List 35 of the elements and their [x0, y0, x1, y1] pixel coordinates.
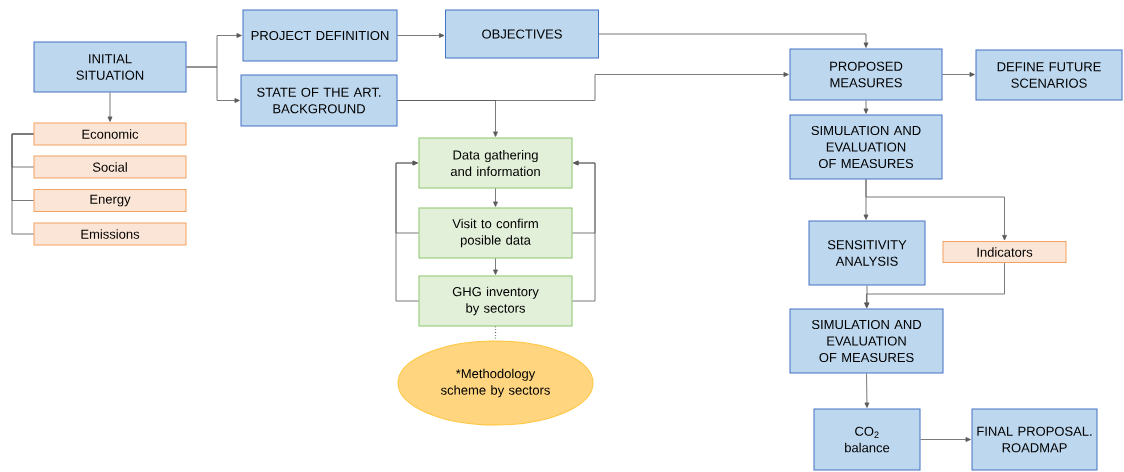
arrow: [572, 160, 596, 302]
arrow: [397, 100, 498, 137]
arrow: [863, 100, 869, 114]
arrow: [186, 66, 240, 103]
process-box: DEFINE FUTURE SCENARIOS: [975, 49, 1123, 101]
arrow: [107, 92, 113, 122]
factor-box: Emissions: [33, 222, 187, 246]
connector-line: [11, 133, 34, 235]
process-box: PROPOSED MEASURES: [789, 48, 943, 101]
process-box: SIMULATION AND EVALUATION OF MEASURES: [789, 114, 943, 180]
factor-box: Indicators: [942, 241, 1067, 263]
arrow: [864, 373, 870, 408]
factor-box: Social: [33, 155, 187, 179]
arrow: [920, 437, 971, 442]
process-box: SIMULATION AND EVALUATION OF MEASURES: [789, 308, 944, 374]
process-box: FINAL PROPOSAL. ROADMAP: [971, 408, 1098, 471]
process-box: PROJECT DEFINITION: [242, 9, 398, 62]
arrow: [864, 262, 1005, 308]
step-box: Visit to confirm posible data: [418, 207, 573, 259]
process-box: OBJECTIVES: [445, 9, 599, 59]
arrow: [493, 258, 498, 275]
arrow: [395, 160, 419, 302]
process-box: CO$_{2}$ balance: [813, 408, 921, 471]
process-box: INITIAL SITUATION: [33, 41, 187, 93]
process-box: SENSITIVITY ANALYSIS: [808, 220, 926, 286]
process-box: STATE OF THE ART. BACKGROUND: [240, 74, 398, 127]
arrow: [397, 33, 445, 38]
arrow: [598, 33, 869, 48]
factor-box: Energy: [33, 189, 187, 212]
arrow: [865, 179, 1007, 241]
arrow: [493, 188, 498, 207]
factor-box: Economic: [33, 122, 187, 146]
arrow: [942, 72, 975, 77]
step-box: GHG inventory by sectors: [418, 275, 573, 327]
step-box: Data gathering and information: [418, 137, 573, 189]
